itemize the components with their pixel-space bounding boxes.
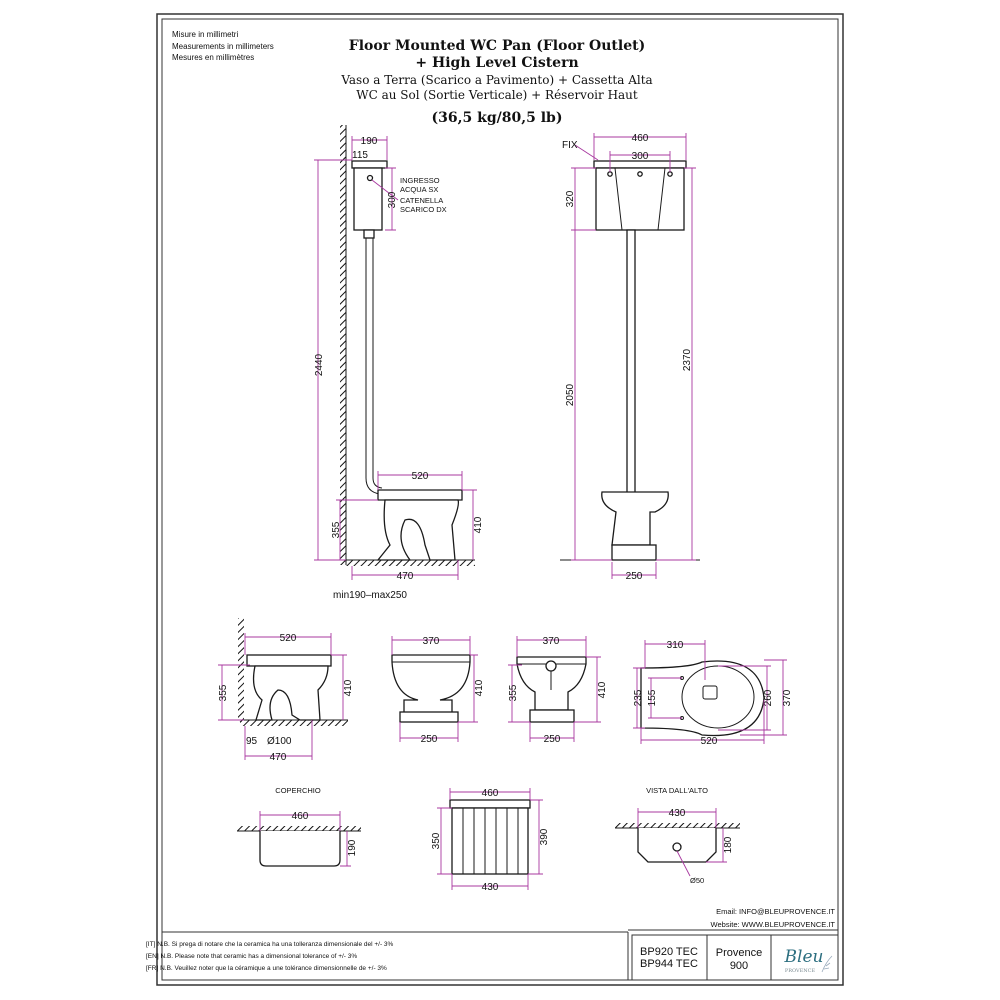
weight: (36,5 kg/80,5 lb) — [432, 110, 563, 126]
dim-355: 355 — [331, 521, 342, 538]
units-note: Misure in millimetri Measurements in mil… — [172, 30, 274, 62]
dim-310: 310 — [667, 640, 684, 651]
dim-410: 410 — [473, 516, 484, 533]
tolerance-notes: [IT] N.B. Si prega di notare che la cera… — [146, 941, 394, 972]
title-line2: + High Level Cistern — [415, 55, 578, 71]
website: Website: WWW.BLEUPROVENCE.IT — [711, 920, 836, 929]
title-fr: WC au Sol (Sortie Verticale) + Réservoir… — [356, 88, 638, 102]
dim-190: 190 — [347, 839, 358, 856]
dim-460: 460 — [482, 788, 499, 799]
label-acqua: ACQUA SX — [400, 185, 438, 194]
code-bp944: BP944 TEC — [640, 958, 698, 970]
dim-410: 410 — [597, 681, 608, 698]
dim-460: 460 — [632, 133, 649, 144]
label-catenella: CATENELLA — [400, 196, 443, 205]
label-scarico: SCARICO DX — [400, 205, 447, 214]
dim-430: 430 — [669, 808, 686, 819]
dim-520: 520 — [701, 736, 718, 747]
dim-355: 355 — [218, 684, 229, 701]
units-en: Measurements in millimeters — [172, 42, 274, 51]
pan-top-view: 310 235 155 260 370 520 — [633, 640, 793, 747]
dim-410: 410 — [343, 679, 354, 696]
note-en: [EN] N.B. Please note that ceramic has a… — [146, 953, 357, 960]
label-coperchio: COPERCHIO — [275, 786, 321, 795]
dim-2440: 2440 — [314, 353, 325, 376]
series-number: 900 — [730, 960, 748, 972]
dim-410: 410 — [474, 679, 485, 696]
dim-470: 470 — [270, 752, 287, 763]
dim-offset: min190–max250 — [333, 590, 407, 601]
series-name: Provence — [716, 947, 762, 959]
note-it: [IT] N.B. Si prega di notare che la cera… — [146, 941, 394, 948]
front-view: FIX 460 300 320 2050 2370 250 — [560, 133, 700, 582]
dim-300: 300 — [387, 191, 398, 208]
dim-250: 250 — [544, 734, 561, 745]
dim-235: 235 — [633, 689, 644, 706]
lid-view: COPERCHIO 460 190 — [237, 786, 361, 867]
title-block-header: Floor Mounted WC Pan (Floor Outlet) + Hi… — [340, 38, 652, 126]
dim-diameter-100: Ø100 — [267, 736, 292, 747]
pan-back-view: 370 355 410 250 — [508, 636, 608, 745]
inner-frame — [161, 18, 839, 981]
notes-divider — [162, 929, 838, 980]
dim-370: 370 — [423, 636, 440, 647]
dim-350: 350 — [431, 832, 442, 849]
pan-side-view: 520 355 410 95 Ø100 470 — [218, 618, 354, 763]
leaf-icon — [821, 955, 833, 973]
dim-diameter-50: Ø50 — [690, 876, 704, 885]
label-ingresso: INGRESSO — [400, 176, 440, 185]
dim-115: 115 — [352, 150, 368, 161]
email: Email: INFO@BLEUPROVENCE.IT — [716, 907, 835, 916]
dim-180: 180 — [723, 836, 734, 853]
title-line1: Floor Mounted WC Pan (Floor Outlet) — [349, 38, 645, 54]
dim-370: 370 — [543, 636, 560, 647]
dim-520: 520 — [412, 471, 429, 482]
label-vista-dall-alto: VISTA DALL'ALTO — [646, 786, 708, 795]
dim-95: 95 — [246, 736, 258, 747]
dim-430: 430 — [482, 882, 499, 893]
cistern-top-view: VISTA DALL'ALTO 430 180 Ø50 — [615, 786, 740, 885]
pan-front-view: 370 410 250 — [391, 636, 485, 745]
dim-190: 190 — [361, 136, 378, 147]
brand-logo: Bleu — [784, 947, 824, 967]
dim-460: 460 — [292, 811, 309, 822]
label-fix: FIX — [562, 140, 578, 151]
dim-2050: 2050 — [565, 383, 576, 406]
dim-260: 260 — [763, 689, 774, 706]
title-block: BP920 TEC BP944 TEC Provence 900 Bleu PR… — [631, 934, 839, 981]
dim-2370: 2370 — [682, 348, 693, 371]
dim-300: 300 — [632, 151, 649, 162]
dim-250: 250 — [626, 571, 643, 582]
dim-470: 470 — [397, 571, 414, 582]
outer-frame — [156, 13, 844, 986]
contact-info: Email: INFO@BLEUPROVENCE.IT Website: WWW… — [711, 907, 836, 929]
dim-355: 355 — [508, 684, 519, 701]
dim-320: 320 — [565, 190, 576, 207]
dim-520: 520 — [280, 633, 297, 644]
dim-370: 370 — [782, 689, 793, 706]
units-fr: Mesures en millimètres — [172, 53, 254, 62]
title-it: Vaso a Terra (Scarico a Pavimento) + Cas… — [340, 73, 652, 87]
dim-390: 390 — [539, 828, 550, 845]
note-fr: [FR] N.B. Veuillez noter que la céramiqu… — [146, 965, 387, 972]
dim-250: 250 — [421, 734, 438, 745]
side-view: 190 115 300 2440 520 355 410 470 min190–… — [314, 125, 484, 601]
cistern-front-view: 460 350 390 430 — [431, 788, 550, 893]
units-it: Misure in millimetri — [172, 30, 238, 39]
code-bp920: BP920 TEC — [640, 946, 698, 958]
brand-logo-sub: PROVENCE — [785, 968, 816, 974]
dim-155: 155 — [647, 689, 658, 706]
